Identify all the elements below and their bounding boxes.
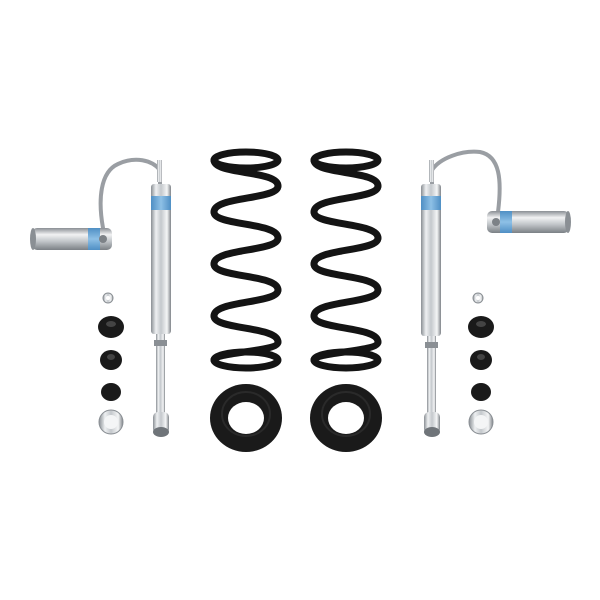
left-hardware-stack (98, 292, 124, 435)
left-spring-isolator (210, 384, 282, 452)
left-reservoir (30, 228, 112, 250)
left-shock-absorber (98, 157, 171, 437)
right-spring-isolator (310, 384, 382, 452)
right-reservoir (487, 211, 571, 233)
left-coil-spring (210, 148, 282, 372)
right-hardware-stack (468, 292, 494, 435)
right-coil-spring (310, 148, 382, 372)
right-shock-absorber (421, 149, 502, 437)
